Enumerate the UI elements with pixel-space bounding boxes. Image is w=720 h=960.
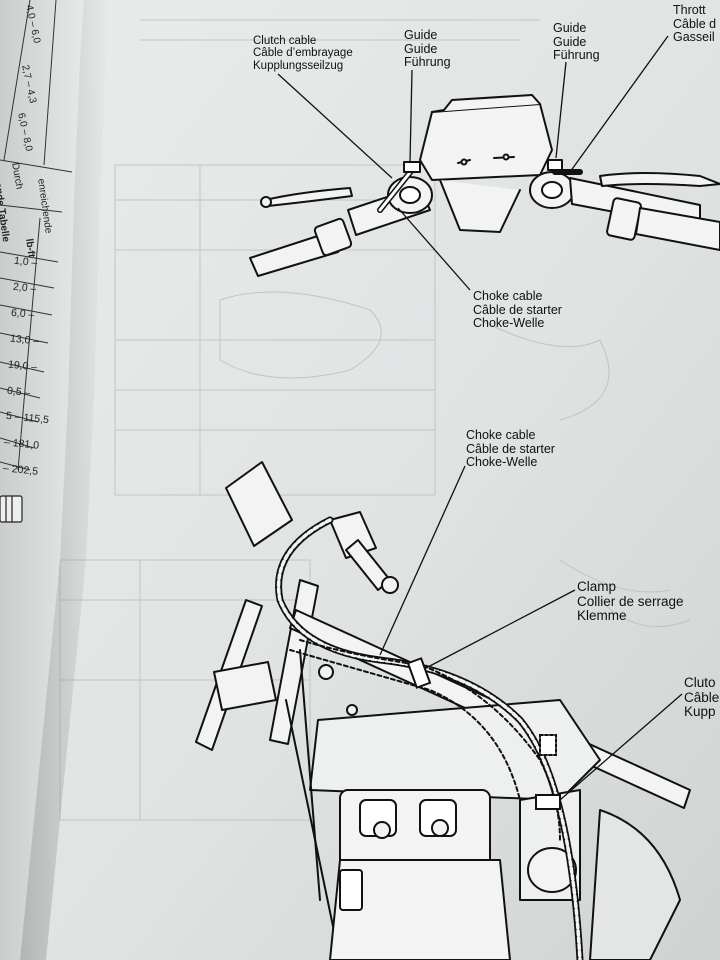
label-choke-cable-bottom: Choke cable Câble de starter Choke-Welle (466, 428, 555, 470)
label-line: Führung (404, 55, 451, 69)
top-leader-lines (277, 35, 669, 291)
label-line: Choke cable (473, 289, 543, 303)
label-line: Câble d (673, 16, 717, 31)
label-throttle-cable: Thrott Câble d Gasseil (673, 3, 717, 45)
table-row: 1,0 – (13, 254, 38, 270)
bottom-leader-lines (379, 465, 683, 801)
label-line: Choke-Welle (466, 455, 538, 469)
bottom-cable-routing (275, 516, 584, 960)
label-line: Cluto (684, 675, 716, 690)
label-guide-left: Guide Guide Führung (404, 28, 451, 70)
label-line: Clamp (577, 579, 617, 594)
label-line: Choke-Welle (473, 316, 545, 330)
bolt-icon (0, 495, 23, 523)
label-clamp: Clamp Collier de serrage Klemme (577, 579, 684, 624)
label-line: Kupplungsseilzug (253, 59, 344, 72)
label-line: Kupp (684, 704, 716, 720)
label-line: Guide (553, 34, 587, 49)
label-line: Führung (553, 48, 600, 62)
table-row: 6,0 – (10, 306, 36, 322)
left-page (0, 0, 84, 960)
label-line: Clutch cable (253, 35, 317, 47)
left-page-table-lines (0, 0, 73, 471)
table-row: 0,5 – (6, 384, 31, 400)
label-clutch-cable-top: Clutch cable Câble d’embrayage Kupplungs… (253, 35, 353, 72)
label-line: Choke cable (466, 428, 536, 442)
label-line: Klemme (577, 608, 627, 624)
label-choke-cable-top: Choke cable Câble de starter Choke-Welle (473, 289, 562, 331)
label-line: Câble d’embrayage (253, 47, 353, 60)
label-line: Câble de starter (466, 441, 555, 456)
label-guide-right: Guide Guide Führung (553, 21, 600, 63)
table-row: 2,0 – (12, 280, 37, 296)
label-line: Câble de starter (473, 302, 562, 317)
label-line: Collier de serrage (577, 593, 684, 609)
label-line: Gasseil (673, 30, 715, 44)
label-line: Guide (553, 21, 587, 35)
label-line: Thrott (673, 3, 706, 17)
top-handlebar-diagram (249, 94, 720, 277)
label-line: Câble (684, 689, 720, 705)
label-clutch-cable-bottom: Cluto Câble Kupp (684, 675, 720, 720)
label-line: Guide (404, 28, 438, 42)
label-line: Guide (404, 41, 438, 56)
